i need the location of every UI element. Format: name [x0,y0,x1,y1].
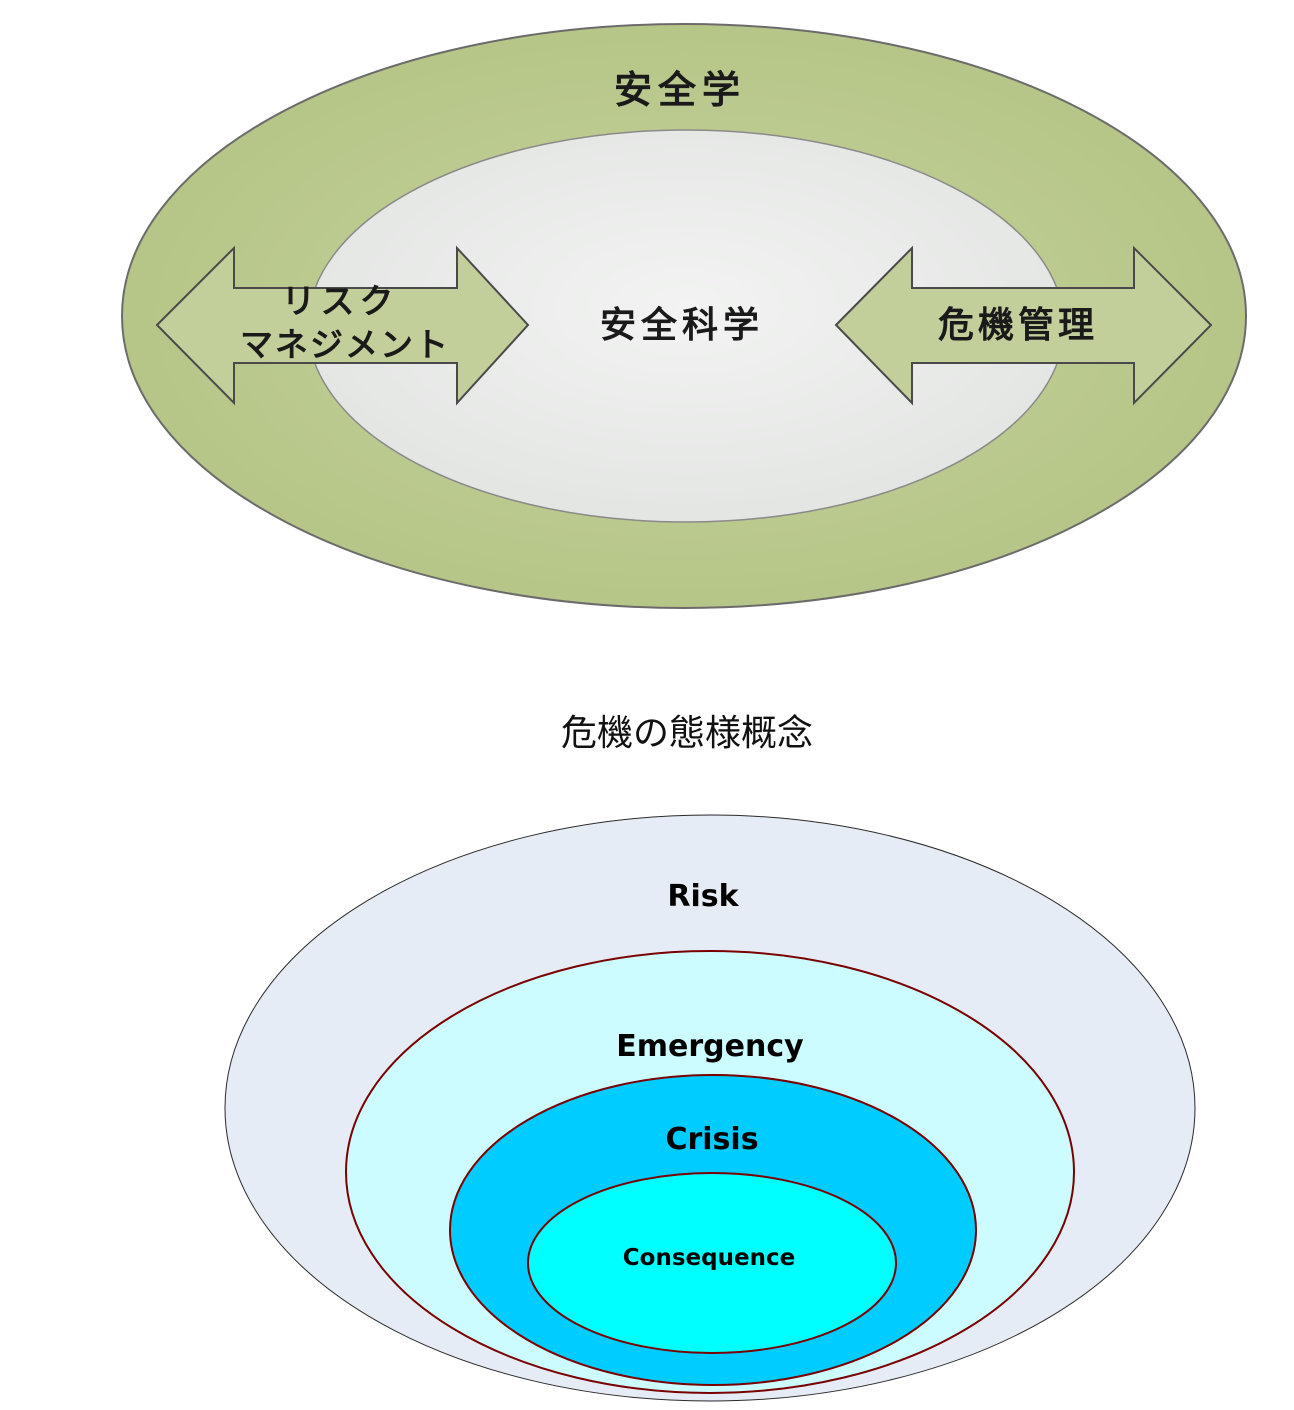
outer-ring-label: 安全学 [614,68,746,112]
consequence-ellipse [527,1172,897,1354]
emergency-label: Emergency [616,1029,804,1064]
crisis-management-label: 危機管理 [938,305,1098,346]
risk-label: Risk [667,879,739,914]
safety-diagram: 安全学 安全科学 リスク マネジメント 危機管理 [121,23,1247,609]
caption-crisis-modes: 危機の態様概念 [561,713,813,754]
consequence-label: Consequence [623,1245,795,1271]
crisis-management-arrow [834,245,1213,406]
risk-management-label-line1: リスク [282,282,399,322]
crisis-levels-diagram: Risk Emergency Crisis Consequence [224,814,1196,1402]
risk-management-arrow [155,245,530,406]
crisis-label: Crisis [665,1122,758,1157]
risk-management-label-line2: マネジメント [240,325,450,364]
inner-core-label: 安全科学 [600,304,764,346]
